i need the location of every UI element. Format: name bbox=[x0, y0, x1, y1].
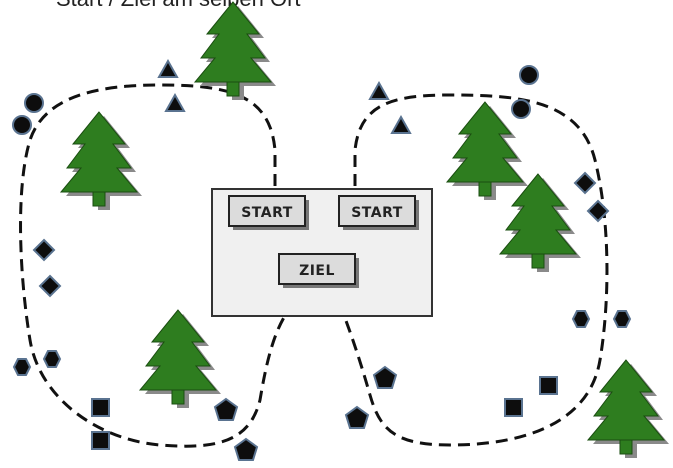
start-box-left: START bbox=[228, 195, 309, 230]
tree-icon bbox=[194, 1, 276, 100]
markers bbox=[12, 58, 632, 461]
diagram-title: Start / Ziel am selben Ort bbox=[56, 0, 301, 12]
diamond-icon bbox=[38, 274, 62, 298]
tree-icon bbox=[139, 309, 221, 408]
square-icon bbox=[91, 431, 110, 450]
diamond-icon bbox=[573, 171, 597, 195]
triangle-icon bbox=[368, 80, 390, 100]
circle-icon bbox=[519, 65, 539, 85]
hexagon-icon bbox=[571, 310, 591, 328]
tree-icon bbox=[60, 111, 142, 210]
start-label-right: START bbox=[351, 205, 403, 221]
hexagon-icon bbox=[42, 350, 62, 368]
square-icon bbox=[539, 376, 558, 395]
pentagon-icon bbox=[344, 405, 370, 429]
circle-icon bbox=[24, 93, 44, 113]
start-label-left: START bbox=[241, 205, 293, 221]
tree-icon bbox=[587, 359, 669, 458]
circle-icon bbox=[12, 115, 32, 135]
route-left bbox=[19, 83, 298, 448]
diamond-icon bbox=[32, 238, 56, 262]
pentagon-icon bbox=[233, 437, 259, 461]
triangle-icon bbox=[157, 58, 179, 78]
triangle-icon bbox=[164, 92, 186, 112]
square-icon bbox=[91, 398, 110, 417]
square-icon bbox=[504, 398, 523, 417]
diamond-icon bbox=[586, 199, 610, 223]
triangle-icon bbox=[390, 114, 412, 134]
goal-box: ZIEL bbox=[278, 253, 359, 288]
circle-icon bbox=[511, 99, 531, 119]
route-right bbox=[336, 93, 609, 447]
hexagon-icon bbox=[612, 310, 632, 328]
hexagon-icon bbox=[12, 358, 32, 376]
pentagon-icon bbox=[372, 365, 398, 389]
tree-icon bbox=[499, 173, 581, 272]
start-box-right: START bbox=[338, 195, 419, 230]
pentagon-icon bbox=[213, 397, 239, 421]
goal-label: ZIEL bbox=[299, 263, 335, 279]
